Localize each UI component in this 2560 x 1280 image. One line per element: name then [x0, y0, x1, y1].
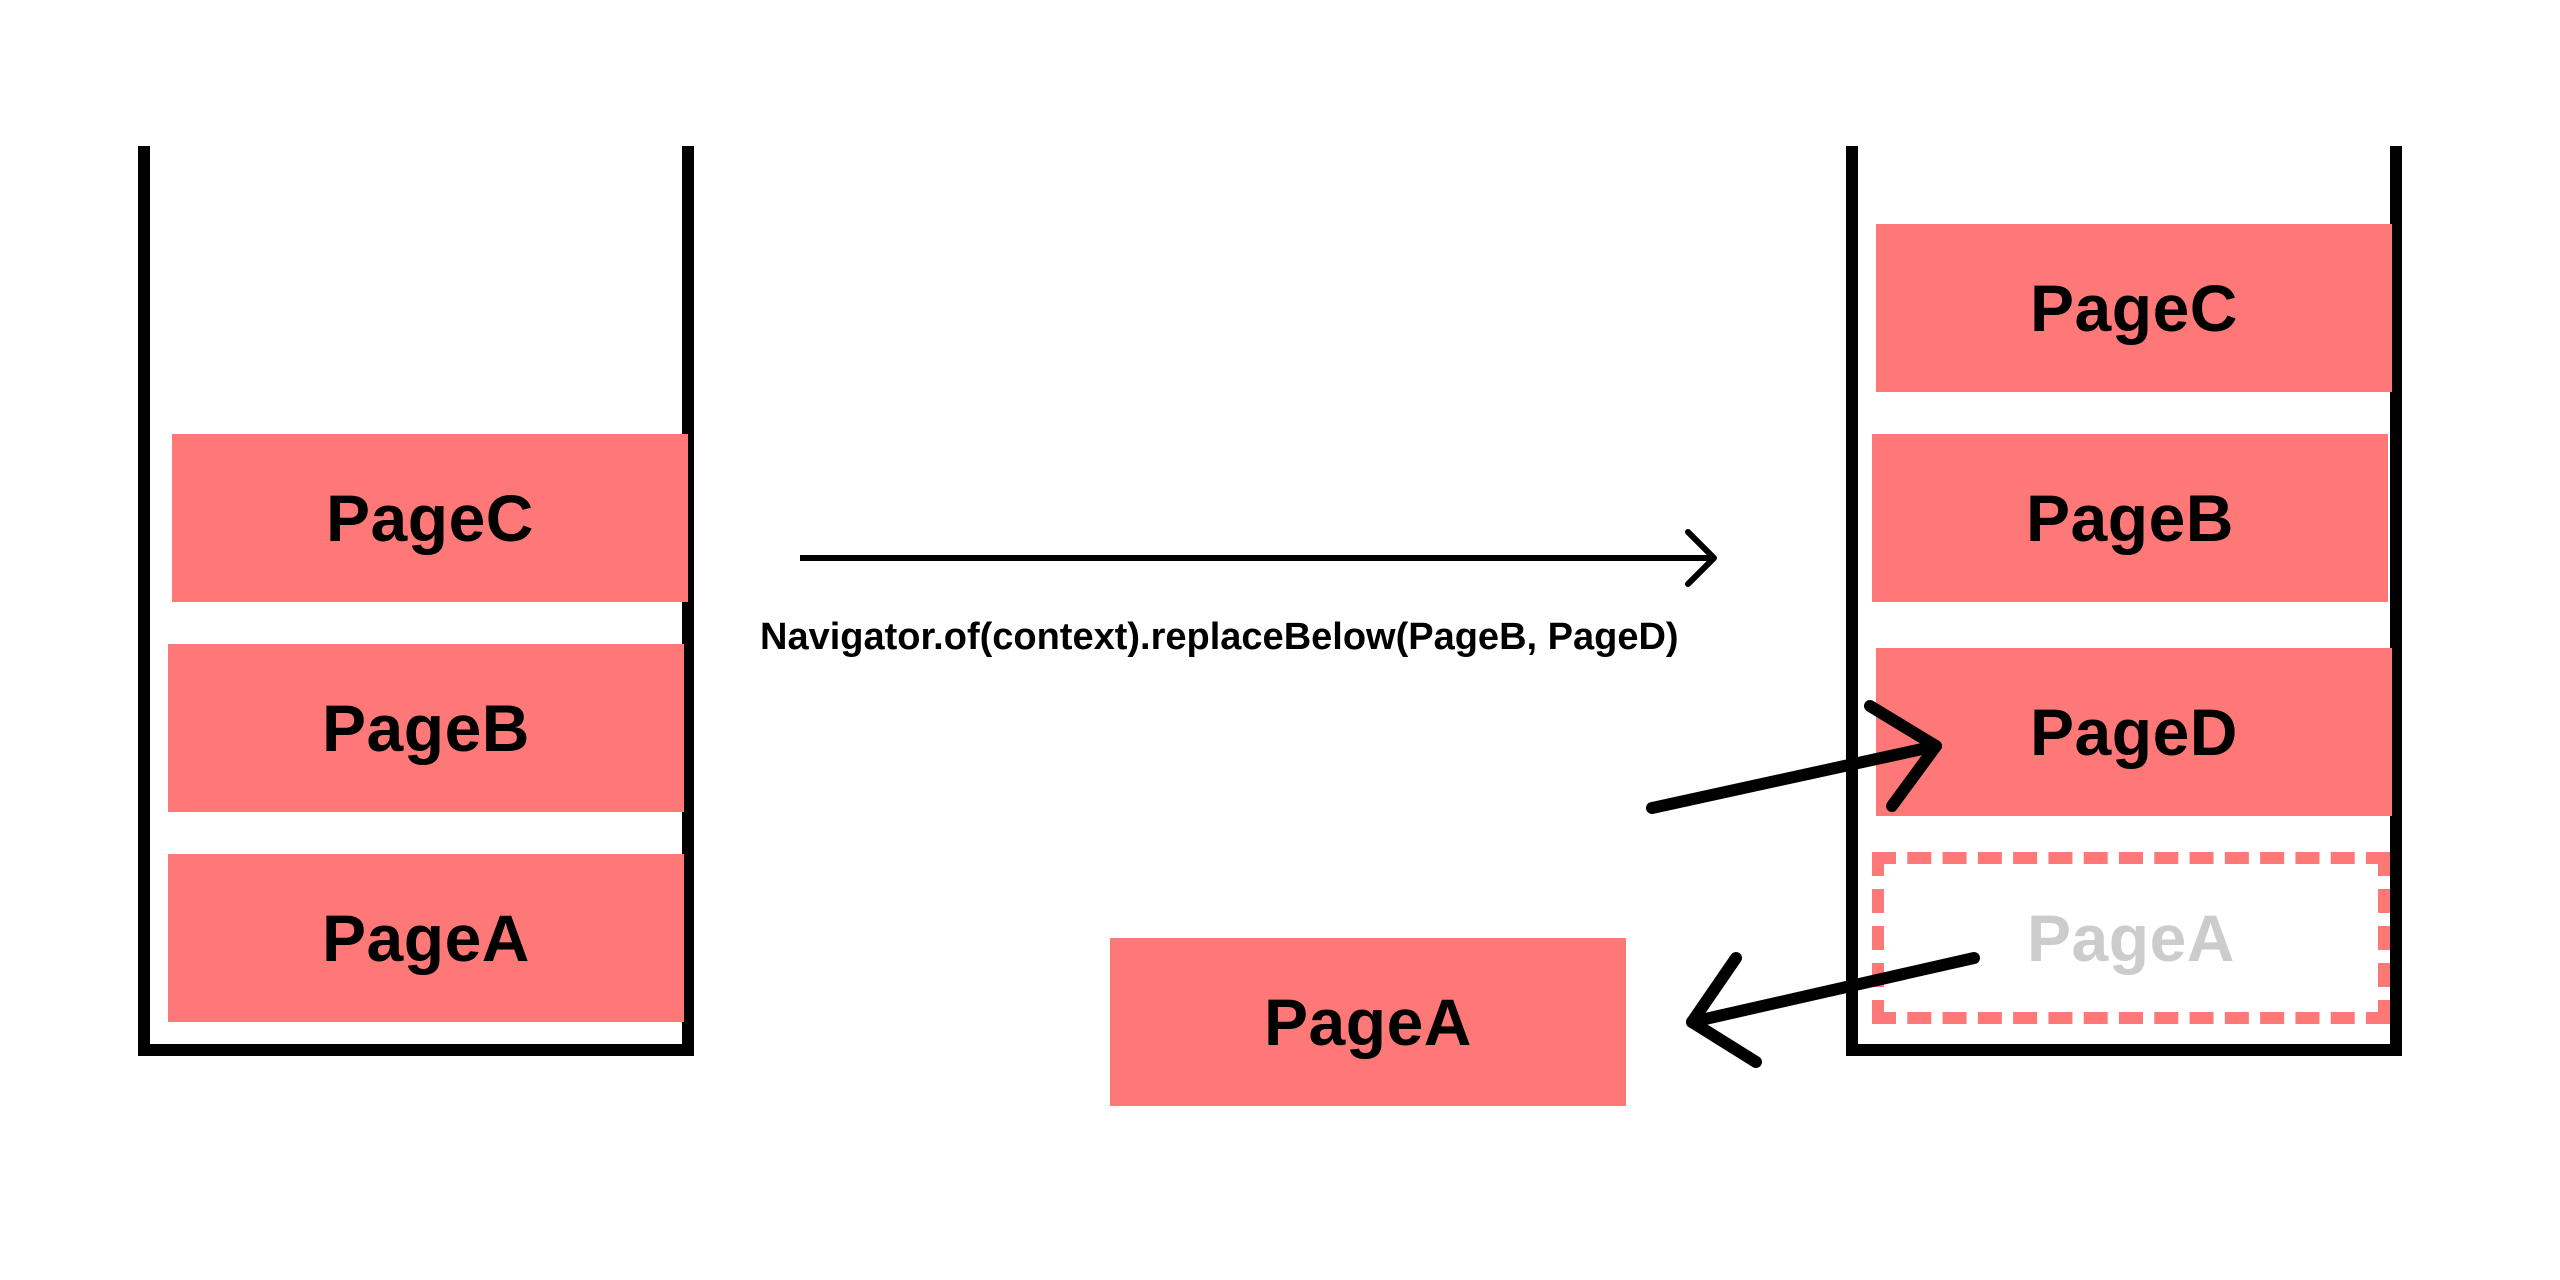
before-stack-page-top: PageC: [172, 434, 688, 602]
before-stack-page-middle: PageB: [168, 644, 684, 812]
transition-arrow-icon: [800, 529, 1717, 587]
after-stack-page-new: PageD: [1876, 648, 2392, 816]
after-stack-removed-placeholder: PageA: [1872, 852, 2390, 1024]
stack-before: [138, 146, 694, 1056]
stack-after: [1846, 146, 2402, 1056]
before-stack-page-bottom: PageA: [168, 854, 684, 1022]
after-stack-page-top: PageC: [1876, 224, 2392, 392]
insert-arrow-icon: [1646, 700, 1942, 814]
removed-page: PageA: [1110, 938, 1626, 1106]
remove-arrow-icon: [1686, 952, 1980, 1068]
after-stack-page-middle: PageB: [1872, 434, 2388, 602]
transition-caption: Navigator.of(context).replaceBelow(PageB…: [760, 616, 1679, 658]
